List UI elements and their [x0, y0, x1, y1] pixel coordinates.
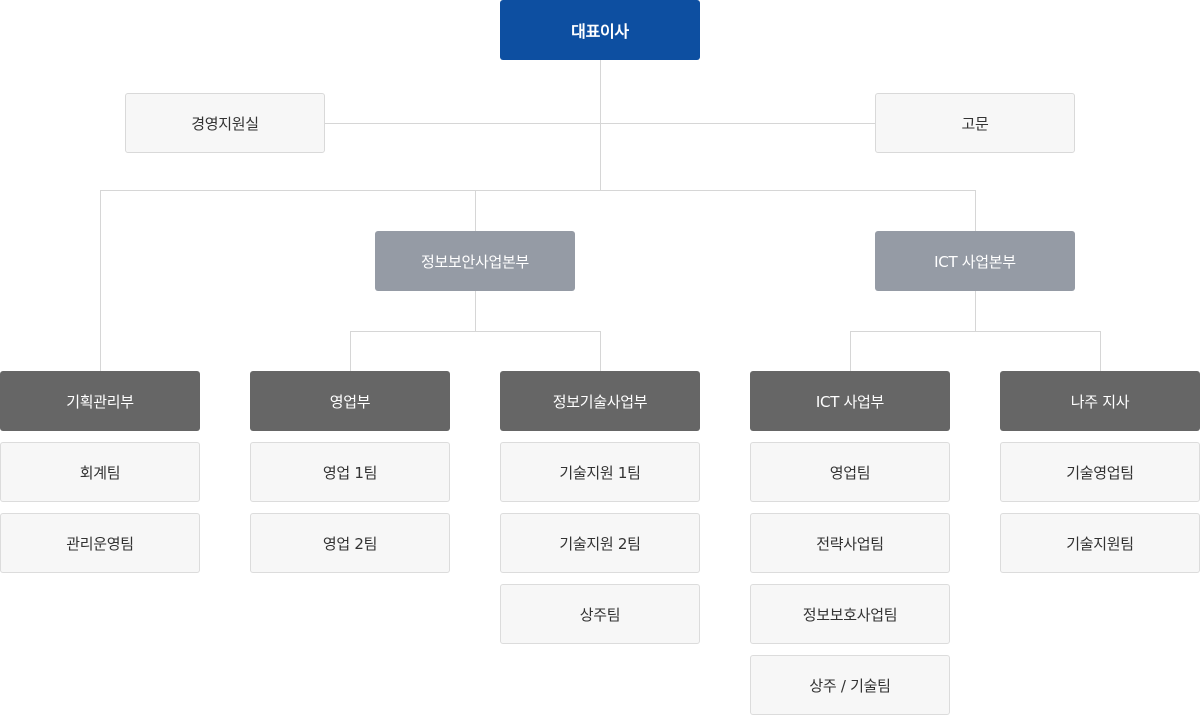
ict-business-dept-box: ICT 사업부 — [750, 371, 950, 431]
team-box-tech-sales: 기술영업팀 — [1000, 442, 1200, 502]
connector-ict-division-horizontal — [850, 331, 1100, 332]
team-box-sales-1: 영업 1팀 — [250, 442, 450, 502]
connector-security-division-horizontal — [350, 331, 600, 332]
management-support-box: 경영지원실 — [125, 93, 325, 153]
connector-main-horizontal — [100, 190, 975, 191]
connector-staff-horizontal — [325, 123, 875, 124]
security-business-division-box: 정보보안사업본부 — [375, 231, 575, 291]
connector-to-it-dept — [600, 331, 601, 371]
team-box-admin-operations: 관리운영팀 — [0, 513, 200, 573]
advisor-box: 고문 — [875, 93, 1075, 153]
team-box-info-protection: 정보보호사업팀 — [750, 584, 950, 644]
team-box-ict-sales: 영업팀 — [750, 442, 950, 502]
team-box-accounting: 회계팀 — [0, 442, 200, 502]
connector-to-naju-branch — [1100, 331, 1101, 371]
connector-to-planning-dept — [100, 190, 101, 371]
connector-ict-division-trunk — [975, 291, 976, 331]
team-box-strategic-business: 전략사업팀 — [750, 513, 950, 573]
ict-business-division-box: ICT 사업본부 — [875, 231, 1075, 291]
team-box-tech-support: 기술지원팀 — [1000, 513, 1200, 573]
connector-to-security-division — [475, 190, 476, 231]
team-box-sales-2: 영업 2팀 — [250, 513, 450, 573]
connector-ceo-trunk — [600, 60, 601, 190]
sales-dept-box: 영업부 — [250, 371, 450, 431]
ceo-box: 대표이사 — [500, 0, 700, 60]
team-box-resident-tech: 상주 / 기술팀 — [750, 655, 950, 715]
planning-management-dept-box: 기획관리부 — [0, 371, 200, 431]
team-box-tech-support-1: 기술지원 1팀 — [500, 442, 700, 502]
team-box-resident: 상주팀 — [500, 584, 700, 644]
connector-to-ict-division — [975, 190, 976, 231]
team-box-tech-support-2: 기술지원 2팀 — [500, 513, 700, 573]
connector-security-division-trunk — [475, 291, 476, 331]
connector-to-sales-dept — [350, 331, 351, 371]
naju-branch-box: 나주 지사 — [1000, 371, 1200, 431]
connector-to-ict-dept — [850, 331, 851, 371]
it-business-dept-box: 정보기술사업부 — [500, 371, 700, 431]
